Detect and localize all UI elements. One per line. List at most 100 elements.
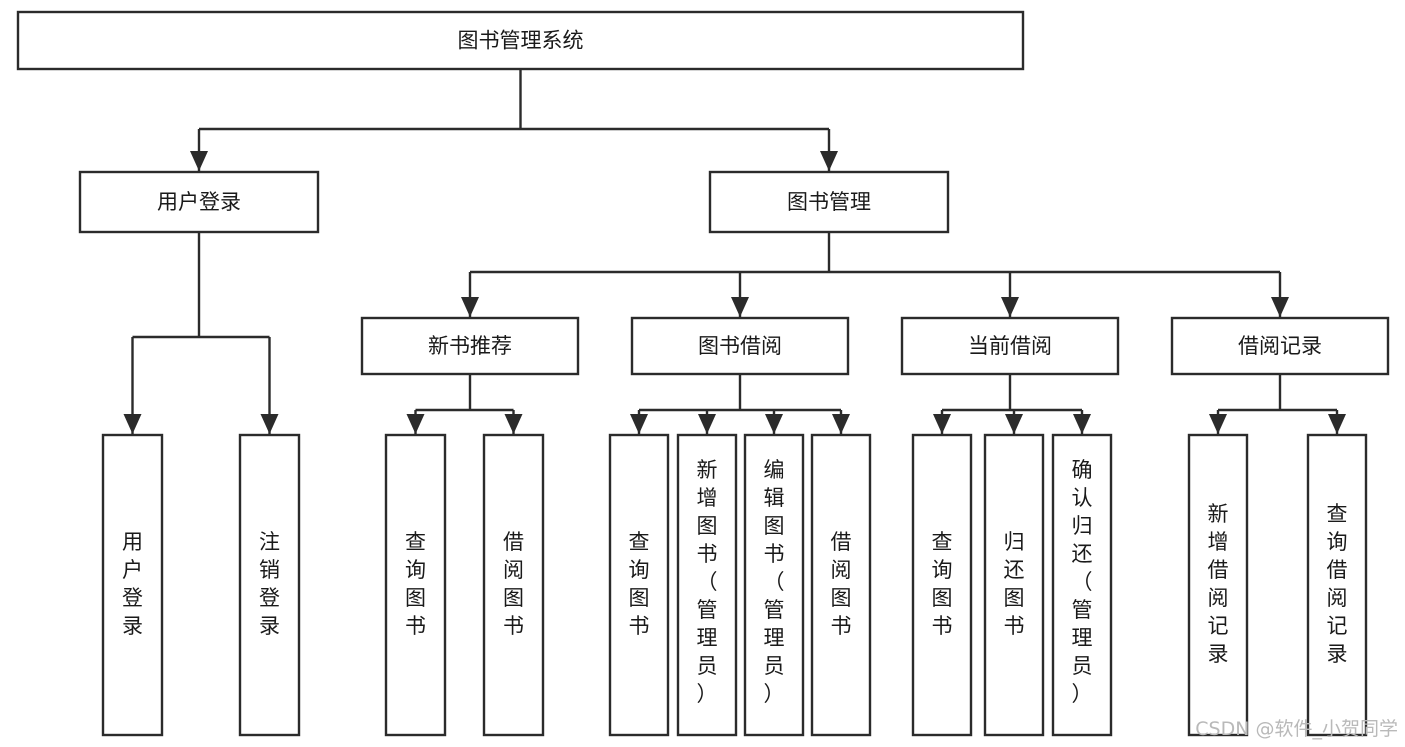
svg-text:员: 员 bbox=[764, 654, 785, 678]
node-root[interactable]: 图书管理系统 bbox=[16, 10, 1025, 71]
node-box-leaf-return-book bbox=[983, 433, 1045, 737]
svg-text:员: 员 bbox=[1072, 654, 1093, 678]
node-box-leaf-add-book-admin bbox=[676, 433, 738, 737]
arrow-head-leaf-borrow-book bbox=[832, 414, 850, 434]
svg-text:增: 增 bbox=[697, 486, 718, 510]
node-box-current-borrow bbox=[900, 316, 1120, 376]
arrow-head-leaf-add-book-admin bbox=[698, 414, 716, 434]
arrow-head-borrow-record bbox=[1271, 297, 1289, 317]
node-box-leaf-query-book-recommend bbox=[384, 433, 447, 737]
svg-text:认: 认 bbox=[1072, 486, 1093, 510]
svg-text:用: 用 bbox=[122, 530, 143, 554]
node-label-leaf-user-login: 用户登录 bbox=[122, 530, 143, 638]
svg-text:归: 归 bbox=[1004, 530, 1025, 554]
node-label-borrow-record: 借阅记录 bbox=[1238, 334, 1322, 358]
node-box-leaf-user-login bbox=[101, 433, 164, 737]
svg-text:）: ） bbox=[697, 682, 718, 706]
svg-text:书: 书 bbox=[764, 542, 785, 566]
svg-text:阅: 阅 bbox=[831, 558, 852, 582]
arrow-head-book-borrow bbox=[731, 297, 749, 317]
svg-text:录: 录 bbox=[122, 614, 143, 638]
node-borrow-record[interactable]: 借阅记录 bbox=[1170, 316, 1390, 376]
svg-text:录: 录 bbox=[1327, 642, 1348, 666]
svg-text:）: ） bbox=[764, 682, 785, 706]
node-box-leaf-add-borrow-record bbox=[1187, 433, 1249, 737]
node-new-book-recommend[interactable]: 新书推荐 bbox=[360, 316, 580, 376]
arrow-head-new-book-recommend bbox=[461, 297, 479, 317]
node-box-leaf-query-book-current bbox=[911, 433, 973, 737]
arrow-head-leaf-query-book-current bbox=[933, 414, 951, 434]
arrow-head-user-login bbox=[190, 151, 208, 171]
node-current-borrow[interactable]: 当前借阅 bbox=[900, 316, 1120, 376]
svg-text:还: 还 bbox=[1072, 542, 1093, 566]
svg-text:询: 询 bbox=[629, 558, 650, 582]
node-label-new-book-recommend: 新书推荐 bbox=[428, 334, 512, 358]
svg-text:询: 询 bbox=[932, 558, 953, 582]
svg-text:书: 书 bbox=[831, 614, 852, 638]
svg-text:管: 管 bbox=[1072, 598, 1093, 622]
svg-text:书: 书 bbox=[629, 614, 650, 638]
svg-text:管: 管 bbox=[697, 598, 718, 622]
node-box-leaf-query-borrow-record bbox=[1306, 433, 1368, 737]
arrow-head-leaf-query-book-recommend bbox=[406, 414, 425, 434]
node-box-borrow-record bbox=[1170, 316, 1390, 376]
node-label-current-borrow: 当前借阅 bbox=[968, 334, 1052, 358]
svg-text:（: （ bbox=[764, 570, 785, 594]
svg-text:查: 查 bbox=[405, 530, 426, 554]
svg-text:记: 记 bbox=[1208, 614, 1229, 638]
svg-text:注: 注 bbox=[259, 530, 280, 554]
node-leaf-user-login[interactable]: 用户登录 bbox=[101, 433, 164, 737]
svg-text:还: 还 bbox=[1004, 558, 1025, 582]
svg-text:查: 查 bbox=[932, 530, 953, 554]
svg-text:阅: 阅 bbox=[1327, 586, 1348, 610]
csdn-watermark: CSDN @软件_小贺同学 bbox=[1195, 718, 1398, 740]
svg-text:（: （ bbox=[1072, 570, 1093, 594]
arrow-head-book-management bbox=[820, 151, 838, 171]
arrow-head-leaf-logout-login bbox=[260, 414, 279, 434]
svg-text:销: 销 bbox=[259, 558, 280, 582]
svg-text:询: 询 bbox=[405, 558, 426, 582]
svg-text:图: 图 bbox=[697, 514, 718, 538]
node-box-new-book-recommend bbox=[360, 316, 580, 376]
node-label-user-login: 用户登录 bbox=[157, 190, 241, 214]
svg-text:书: 书 bbox=[405, 614, 426, 638]
node-box-book-borrow bbox=[630, 316, 850, 376]
node-box-leaf-confirm-return-admin bbox=[1051, 433, 1113, 737]
svg-text:录: 录 bbox=[259, 614, 280, 638]
svg-text:员: 员 bbox=[697, 654, 718, 678]
svg-text:借: 借 bbox=[1208, 558, 1229, 582]
node-label-book-borrow: 图书借阅 bbox=[698, 334, 782, 358]
node-user-login[interactable]: 用户登录 bbox=[78, 170, 320, 234]
node-label-book-management: 图书管理 bbox=[787, 190, 871, 214]
node-box-book-management bbox=[708, 170, 950, 234]
node-label-root: 图书管理系统 bbox=[458, 29, 584, 53]
node-book-borrow[interactable]: 图书借阅 bbox=[630, 316, 850, 376]
svg-text:编: 编 bbox=[764, 458, 785, 482]
node-box-root bbox=[16, 10, 1025, 71]
svg-text:（: （ bbox=[697, 570, 718, 594]
svg-text:书: 书 bbox=[503, 614, 524, 638]
node-book-management[interactable]: 图书管理 bbox=[708, 170, 950, 234]
svg-text:图: 图 bbox=[831, 586, 852, 610]
svg-text:登: 登 bbox=[259, 586, 280, 610]
